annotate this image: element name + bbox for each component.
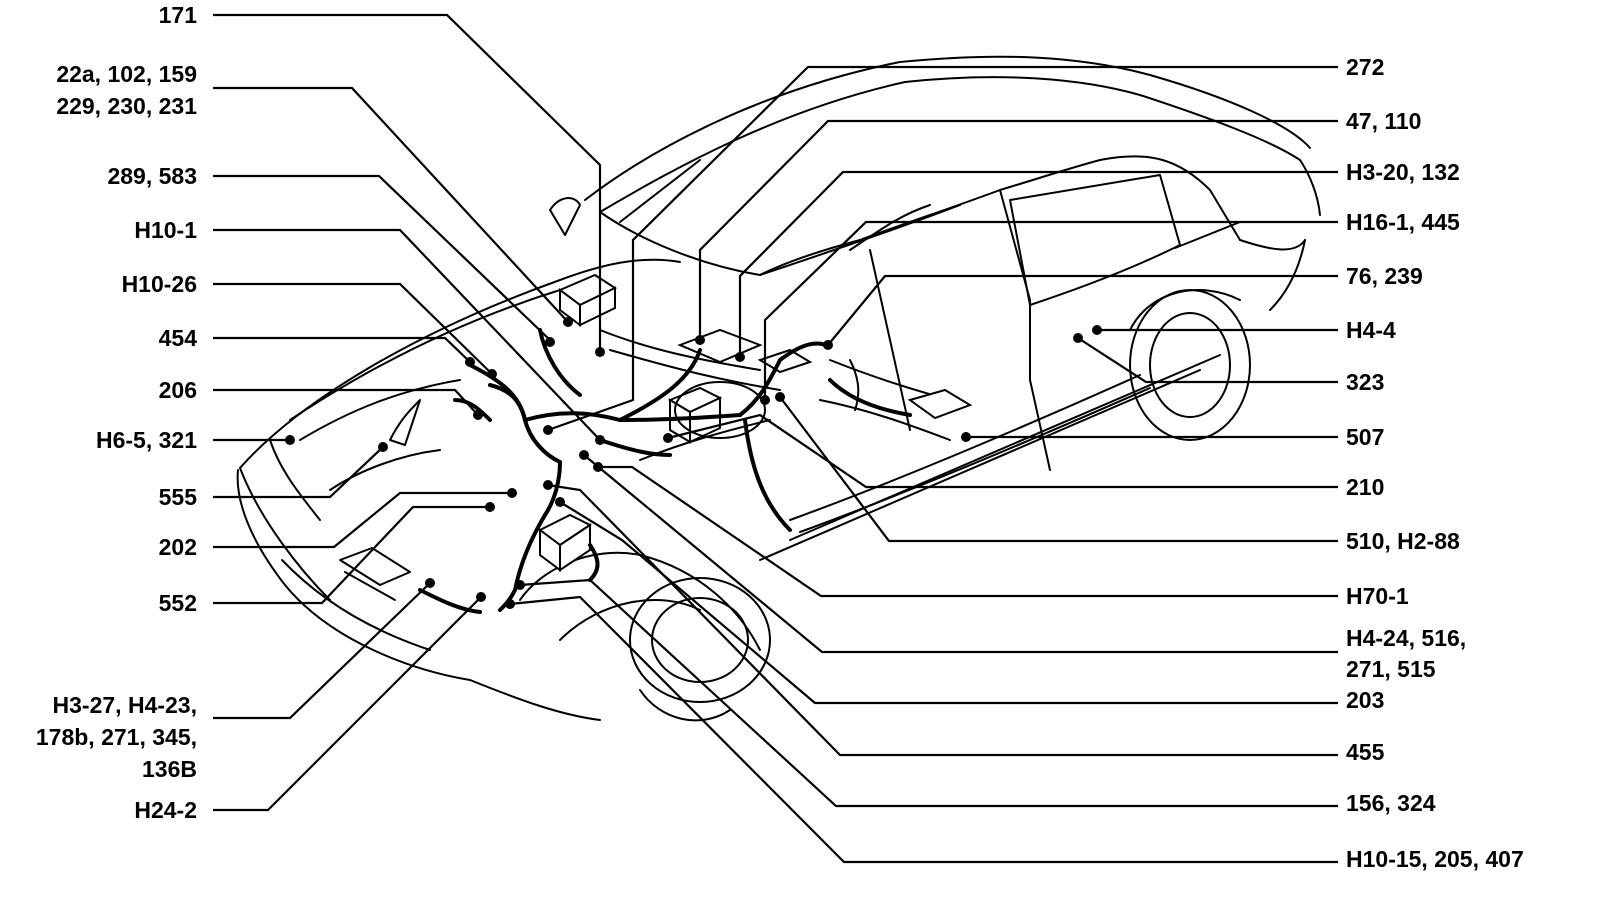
label-h6-5-321: H6-5, 321 [96,427,197,453]
label-h70-1: H70-1 [1346,583,1409,609]
connector-markers [285,317,1102,609]
label-47-110: 47, 110 [1346,108,1421,134]
label-h16-1-445: H16-1, 445 [1346,209,1460,235]
label-178b-271-345: 178b, 271, 345, [36,724,197,750]
label-202: 202 [159,534,197,560]
label-210: 210 [1346,474,1384,500]
leader-lines [213,13,1338,864]
label-76-239: 76, 239 [1346,263,1423,289]
right-labels: 272 47, 110 H3-20, 132 H16-1, 445 76, 23… [1346,54,1524,872]
label-507: 507 [1346,424,1384,450]
label-h3-27-h4-23: H3-27, H4-23, [53,692,197,718]
label-h4-4: H4-4 [1346,317,1396,343]
label-323: 323 [1346,369,1384,395]
label-552: 552 [159,590,197,616]
label-510-h2-88: 510, H2-88 [1346,528,1460,554]
label-289-583: 289, 583 [107,163,197,189]
label-206: 206 [159,377,197,403]
label-455: 455 [1346,739,1385,765]
label-454: 454 [159,325,198,351]
label-22a-102-159: 22a, 102, 159 [56,61,197,87]
label-h24-2: H24-2 [134,797,197,823]
label-h4-24-516: H4-24, 516, [1346,625,1466,651]
label-555: 555 [159,484,198,510]
label-203: 203 [1346,687,1384,713]
label-h10-26: H10-26 [122,271,197,297]
label-136b: 136B [142,756,197,782]
car-illustration [236,55,1321,722]
left-labels: 171 22a, 102, 159 229, 230, 231 289, 583… [36,2,197,823]
label-h10-15-205-407: H10-15, 205, 407 [1346,846,1524,872]
label-h3-20-132: H3-20, 132 [1346,159,1460,185]
label-h10-1: H10-1 [134,217,197,243]
label-229-230-231: 229, 230, 231 [56,93,197,119]
label-171: 171 [159,2,198,28]
label-271-515: 271, 515 [1346,656,1436,682]
label-272: 272 [1346,54,1384,80]
label-156-324: 156, 324 [1346,790,1436,816]
